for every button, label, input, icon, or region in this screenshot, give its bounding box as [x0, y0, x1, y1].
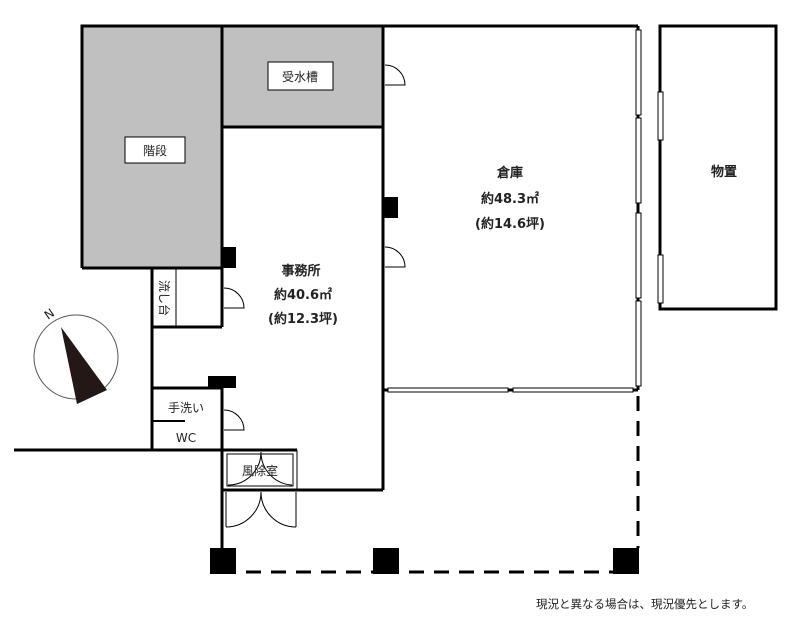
stairs-label-box	[124, 136, 186, 164]
vestibule-label: 風除室	[242, 463, 278, 478]
pillars	[208, 197, 639, 574]
water-tank-label: 受水槽	[282, 70, 318, 84]
warehouse-area-tsubo: (約14.6坪)	[475, 216, 545, 232]
compass-icon: N	[33, 306, 119, 404]
disclaimer-note: 現況と異なる場合は、現況優先とします。	[536, 597, 754, 611]
sink-label: 流し台	[157, 280, 172, 316]
office-name: 事務所	[281, 263, 320, 279]
wc-label: WC	[176, 431, 196, 445]
stairs-label: 階段	[143, 143, 167, 158]
warehouse-name: 倉庫	[496, 165, 523, 181]
dashed-boundary	[246, 396, 640, 574]
handwash-label: 手洗い	[168, 401, 204, 415]
office-area-tsubo: (約12.3坪)	[268, 311, 338, 327]
office-area-m2: 約40.6㎡	[274, 287, 332, 303]
thin-lines	[175, 29, 664, 528]
compass-north-label: N	[42, 306, 57, 323]
water-tank-label-box	[267, 61, 334, 91]
storage-label: 物置	[711, 164, 737, 180]
warehouse-area-m2: 約48.3㎡	[481, 191, 539, 207]
